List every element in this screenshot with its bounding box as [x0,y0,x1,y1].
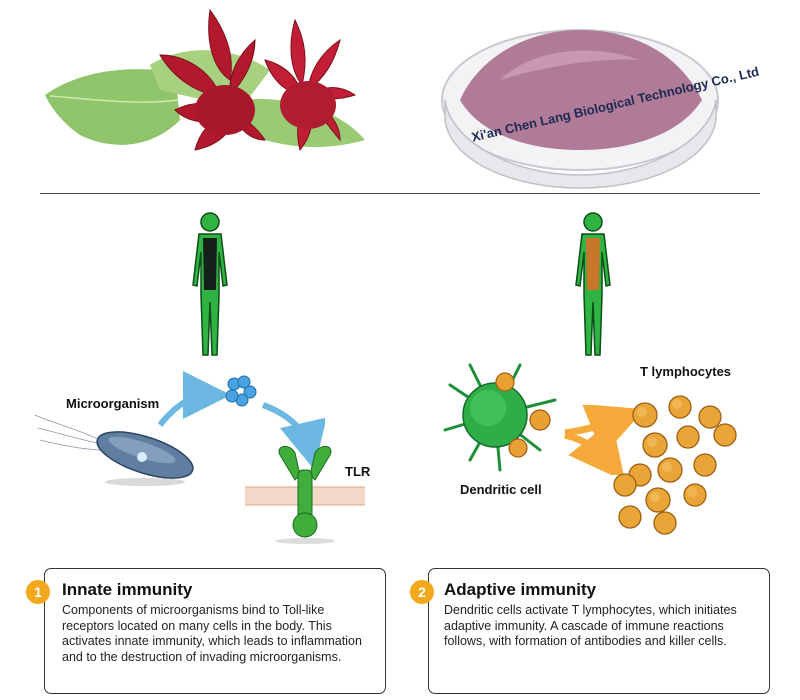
microorganism-label: Microorganism [66,396,160,411]
innate-immunity-title: Innate immunity [62,580,193,599]
innate-line-3: activates innate immunity, which leads t… [62,634,362,648]
microorganism-fragment-icon [225,375,257,407]
section-divider [40,193,760,194]
innate-immunity-panel [44,568,386,694]
orange-arrows-icon [564,405,640,475]
powder-dish-photo [441,29,719,189]
human-figure-right-icon [575,212,611,356]
adaptive-immunity-title: Adaptive immunity [444,580,597,599]
step-badge-1: 1 [26,580,50,604]
arrows-left-icon [157,371,325,470]
tlr-receptor-icon [245,446,365,544]
human-figure-left-icon [192,212,228,356]
adaptive-line-3: follows, with formation of antibodies an… [444,634,727,648]
innate-line-1: Components of microorganisms bind to Tol… [62,603,325,617]
t-lymphocytes-label: T lymphocytes [640,364,732,379]
tlr-label: TLR [345,464,371,479]
t-lymphocytes-icon [613,395,737,535]
hibiscus-photo [45,8,365,152]
adaptive-line-1: Dendritic cells activate T lymphocytes, … [444,603,737,617]
dendritic-cell-label: Dendritic cell [460,482,542,497]
innate-line-2: receptors located on many cells in the b… [62,618,332,633]
innate-line-4: and to the destruction of invading micro… [62,649,342,664]
dendritic-cell-icon [443,363,557,472]
step-badge-2: 2 [410,580,434,604]
adaptive-immunity-panel [428,568,770,694]
bacterium-icon [34,414,194,486]
innate-immunity-text: Components of microorganisms bind to Tol… [62,603,382,665]
adaptive-immunity-text: Dendritic cells activate T lymphocytes, … [444,603,764,650]
adaptive-line-2: adaptive immunity. A cascade of immune r… [444,618,724,633]
